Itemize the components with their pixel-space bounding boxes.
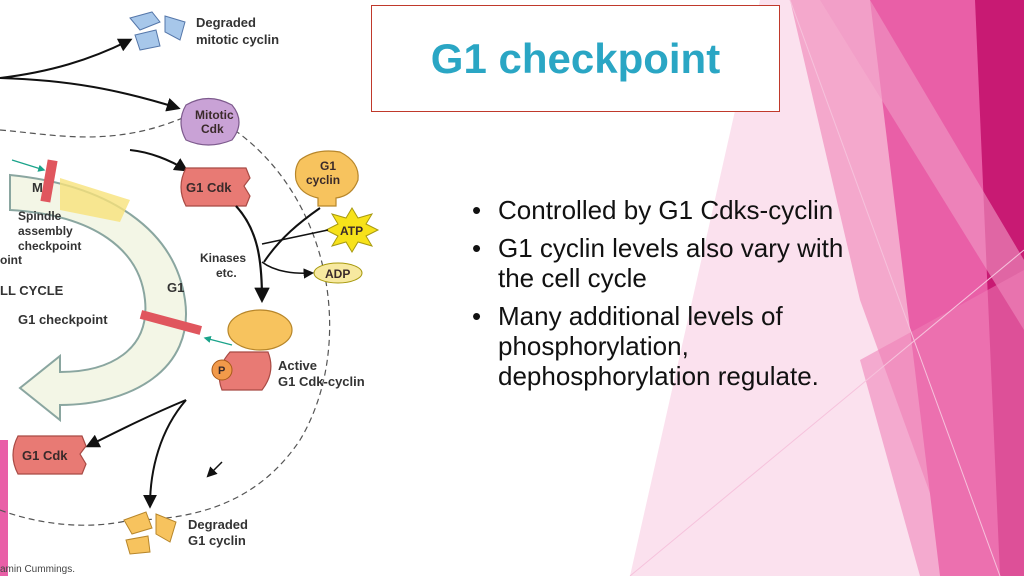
degraded-g1-cyclin-label-2: G1 cyclin <box>188 533 246 548</box>
spindle-label-4: oint <box>0 253 22 267</box>
left-pink-strip <box>0 440 8 576</box>
g1-cyclin-label-2: cyclin <box>306 173 340 187</box>
atp-starburst-icon: ATP <box>324 207 380 253</box>
degraded-mitotic-cyclin-label-1: Degraded <box>196 15 256 30</box>
title-box: G1 checkpoint <box>371 5 780 112</box>
m-phase-label: M <box>32 180 43 195</box>
bullet-text-3: Many additional levels of phosphorylatio… <box>498 301 819 391</box>
g1-cdk-bottom-blob: G1 Cdk <box>12 435 87 475</box>
g1-cdk-bottom-label: G1 Cdk <box>22 448 68 463</box>
mitotic-cdk-blob: Mitotic Cdk <box>180 97 240 146</box>
bullet-item: • Many additional levels of phosphorylati… <box>470 301 850 391</box>
mitotic-cdk-label-2: Cdk <box>201 122 224 136</box>
dashed-cycle-bottom <box>0 509 131 526</box>
bullet-dot-icon: • <box>472 195 482 225</box>
mitotic-cdk-label-1: Mitotic <box>195 108 234 122</box>
bullet-text-1: Controlled by G1 Cdks-cyclin <box>498 195 834 225</box>
active-complex-label-1: Active <box>278 358 317 373</box>
bullet-dot-icon: • <box>472 301 482 331</box>
degraded-mitotic-cyclin-label-2: mitotic cyclin <box>196 32 279 47</box>
g1-cdk-top-label: G1 Cdk <box>186 180 232 195</box>
bullet-item: • Controlled by G1 Cdks-cyclin <box>470 195 850 225</box>
phosphate-label: P <box>218 365 225 377</box>
spindle-label-2: assembly <box>18 224 73 238</box>
bullet-text-2: G1 cyclin levels also vary with the cell… <box>498 233 844 293</box>
degraded-mitotic-cyclin-icon <box>129 11 186 51</box>
kinases-label-1: Kinases <box>200 251 246 265</box>
kinases-label-2: etc. <box>216 266 237 280</box>
spindle-label-3: checkpoint <box>18 239 81 253</box>
cell-cycle-arrow <box>9 173 188 423</box>
spindle-label-1: Spindle <box>18 209 62 223</box>
credit-text: amin Cummings. <box>0 564 75 575</box>
adp-oval-icon: ADP <box>313 262 363 284</box>
dashed-cycle-top <box>0 109 201 138</box>
cell-cycle-label: LL CYCLE <box>0 283 64 298</box>
slide-title: G1 checkpoint <box>430 34 721 82</box>
g1-cyclin-blob: G1 cyclin <box>294 150 359 207</box>
g1-cyclin-label-1: G1 <box>320 159 336 173</box>
g1-cdk-top-blob: G1 Cdk <box>180 167 251 207</box>
spindle-checkpoint-bar <box>40 159 58 203</box>
g1-phase-label: G1 <box>167 280 184 295</box>
g1-checkpoint-label: G1 checkpoint <box>18 312 108 327</box>
dashed-cycle-right <box>129 109 331 521</box>
atp-label: ATP <box>340 224 363 238</box>
degraded-g1-cyclin-label-1: Degraded <box>188 517 248 532</box>
adp-label: ADP <box>325 267 350 281</box>
g1-checkpoint-bar <box>139 310 202 335</box>
active-g1-cdk-cyclin-blob: P <box>211 309 293 391</box>
m-phase-band <box>60 178 130 222</box>
bullet-dot-icon: • <box>472 233 482 263</box>
cell-cycle-diagram: Degraded mitotic cyclin Mitotic Cdk G1 C… <box>0 11 380 575</box>
bullet-list: • Controlled by G1 Cdks-cyclin • G1 cyclin… <box>470 195 850 399</box>
degraded-g1-cyclin-icon <box>123 511 177 555</box>
active-complex-label-2: G1 Cdk-cyclin <box>278 374 365 389</box>
bullet-item: • G1 cyclin levels also vary with the cel… <box>470 233 850 293</box>
